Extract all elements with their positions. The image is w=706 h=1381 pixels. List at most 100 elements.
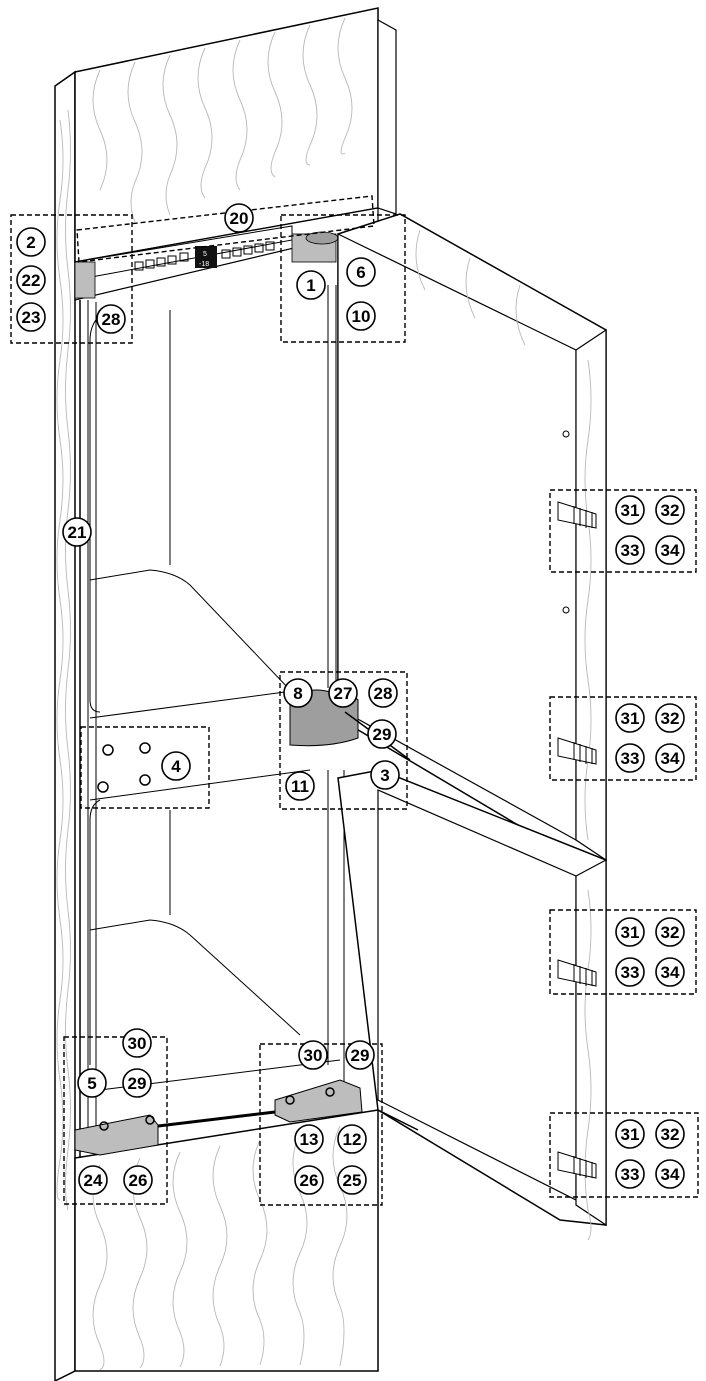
- callout-34: 34: [655, 743, 685, 773]
- callout-22: 22: [16, 265, 46, 295]
- screw-icon: [285, 1095, 295, 1105]
- control-button-icon: [221, 249, 231, 259]
- callout-31: 31: [615, 495, 645, 525]
- callout-21: 21: [62, 517, 92, 547]
- svg-text:13: 13: [300, 1130, 319, 1149]
- control-button-icon: [145, 259, 155, 269]
- callout-29: 29: [367, 719, 397, 749]
- door-screw-hole-icon: [562, 606, 570, 614]
- svg-text:5: 5: [87, 1074, 96, 1093]
- svg-text:24: 24: [84, 1171, 103, 1190]
- callout-29: 29: [122, 1068, 152, 1098]
- appliance-body: [74, 207, 379, 1158]
- svg-text:29: 29: [373, 725, 392, 744]
- callout-31: 31: [615, 917, 645, 947]
- svg-text:12: 12: [343, 1130, 362, 1149]
- screw-icon: [99, 1121, 109, 1131]
- svg-text:32: 32: [661, 501, 680, 520]
- svg-text:20: 20: [230, 209, 249, 228]
- control-button-icon: [265, 241, 275, 251]
- mounting-holes: [97, 742, 151, 793]
- svg-text:26: 26: [129, 1171, 148, 1190]
- bottom-right-hinge: [274, 1079, 419, 1131]
- callout-24: 24: [78, 1165, 108, 1195]
- svg-text:30: 30: [128, 1034, 147, 1053]
- callout-32: 32: [655, 1119, 685, 1149]
- svg-text:32: 32: [661, 709, 680, 728]
- control-button-icon: [167, 255, 177, 265]
- callout-30: 30: [298, 1040, 328, 1070]
- door-brackets: [557, 501, 597, 1179]
- upper-hinge-cylinder: [305, 231, 339, 245]
- callout-25: 25: [337, 1165, 367, 1195]
- callout-11: 11: [285, 771, 315, 801]
- callout-5: 5: [77, 1068, 107, 1098]
- svg-text:2: 2: [26, 233, 35, 252]
- control-button-icon: [232, 247, 242, 257]
- door-screw-hole-icon: [562, 430, 570, 438]
- callout-32: 32: [655, 917, 685, 947]
- control-button-icon: [243, 245, 253, 255]
- hole-icon: [139, 742, 151, 754]
- callout-32: 32: [655, 495, 685, 525]
- callout-33: 33: [615, 1159, 645, 1189]
- callout-labels: 2 22 23 20 28 1 6 10 21 31 32 33 34 8 27…: [16, 203, 685, 1195]
- callout-3: 3: [370, 760, 400, 790]
- svg-text:26: 26: [300, 1171, 319, 1190]
- svg-text:31: 31: [621, 709, 640, 728]
- callout-29: 29: [345, 1040, 375, 1070]
- callout-12: 12: [337, 1124, 367, 1154]
- callout-31: 31: [615, 1119, 645, 1149]
- display-bottom-value: -18: [199, 261, 209, 268]
- svg-text:6: 6: [356, 263, 365, 282]
- cabinet-left-side-panel: [54, 70, 76, 1381]
- screw-icon: [325, 1087, 335, 1097]
- svg-text:33: 33: [621, 1165, 640, 1184]
- svg-text:33: 33: [621, 963, 640, 982]
- svg-text:31: 31: [621, 501, 640, 520]
- callout-6: 6: [346, 257, 376, 287]
- svg-text:8: 8: [293, 684, 302, 703]
- svg-text:29: 29: [351, 1046, 370, 1065]
- callout-2: 2: [16, 227, 46, 257]
- callout-8: 8: [283, 678, 313, 708]
- callout-30: 30: [122, 1028, 152, 1058]
- callout-4: 4: [161, 751, 191, 781]
- callout-20: 20: [224, 203, 254, 233]
- svg-text:31: 31: [621, 923, 640, 942]
- svg-text:33: 33: [621, 541, 640, 560]
- callout-23: 23: [16, 302, 46, 332]
- callout-26: 26: [123, 1165, 153, 1195]
- control-button-icon: [134, 261, 144, 271]
- callout-1: 1: [296, 270, 326, 300]
- svg-text:3: 3: [380, 766, 389, 785]
- callout-33: 33: [615, 957, 645, 987]
- callout-28: 28: [368, 678, 398, 708]
- callout-28: 28: [96, 304, 126, 334]
- callout-34: 34: [655, 957, 685, 987]
- svg-text:34: 34: [661, 749, 680, 768]
- temperature-display: [195, 246, 217, 268]
- callout-26: 26: [294, 1165, 324, 1195]
- control-panel: 5 -18: [74, 225, 339, 299]
- svg-text:22: 22: [22, 271, 41, 290]
- lower-door: [337, 769, 607, 1241]
- svg-text:28: 28: [102, 310, 121, 329]
- callout-34: 34: [655, 535, 685, 565]
- callout-13: 13: [294, 1124, 324, 1154]
- display-top-value: 5: [203, 251, 207, 258]
- svg-text:33: 33: [621, 749, 640, 768]
- svg-text:29: 29: [128, 1074, 147, 1093]
- upper-door: [337, 213, 607, 862]
- svg-text:25: 25: [343, 1171, 362, 1190]
- svg-text:28: 28: [374, 684, 393, 703]
- callout-32: 32: [655, 703, 685, 733]
- callout-10: 10: [346, 301, 376, 331]
- cabinet-top-panel: [74, 7, 397, 263]
- svg-text:21: 21: [68, 523, 87, 542]
- hole-icon: [139, 774, 151, 786]
- svg-text:34: 34: [661, 1165, 680, 1184]
- svg-text:10: 10: [352, 307, 371, 326]
- callout-33: 33: [615, 743, 645, 773]
